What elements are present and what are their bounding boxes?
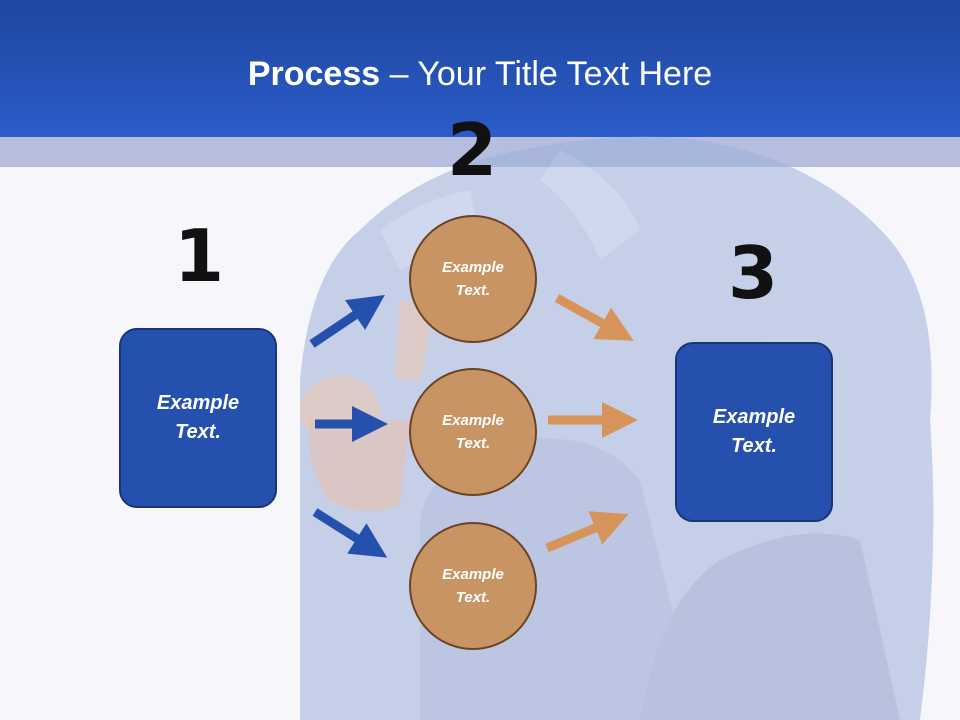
slide-title: Process – Your Title Text Here [0, 52, 960, 96]
circle-text-line1: Example [442, 412, 504, 429]
circle-text-line2: Text. [455, 589, 491, 606]
step-1-text-line1: Example [156, 392, 240, 414]
step-1-text-line2: Text. [175, 421, 221, 443]
step-number-3: 3 [727, 231, 779, 315]
step-3-text-line1: Example [712, 406, 796, 428]
step-3-box: Example Text. [675, 342, 833, 522]
title-bar [0, 0, 960, 137]
step-2-circle-middle: Example Text. [409, 368, 537, 496]
blue-arrow-up [309, 294, 385, 348]
step-2-circle-top: Example Text. [409, 215, 537, 343]
title-rest: – Your Title Text Here [380, 55, 713, 93]
step-3-text-line2: Text. [731, 435, 777, 457]
step-number-1: 1 [173, 214, 225, 298]
title-bold: Process [247, 55, 381, 93]
step-1-box: Example Text. [119, 328, 277, 508]
orange-arrow-up [545, 511, 629, 553]
step-2-circle-bottom: Example Text. [409, 522, 537, 650]
orange-arrow-down [554, 294, 634, 341]
circle-text-line2: Text. [455, 435, 491, 452]
circle-text-line2: Text. [455, 282, 491, 299]
circle-text-line1: Example [442, 259, 504, 276]
step-number-2: 2 [446, 108, 498, 192]
circle-text-line1: Example [442, 566, 504, 583]
blue-arrow-down [312, 508, 388, 558]
